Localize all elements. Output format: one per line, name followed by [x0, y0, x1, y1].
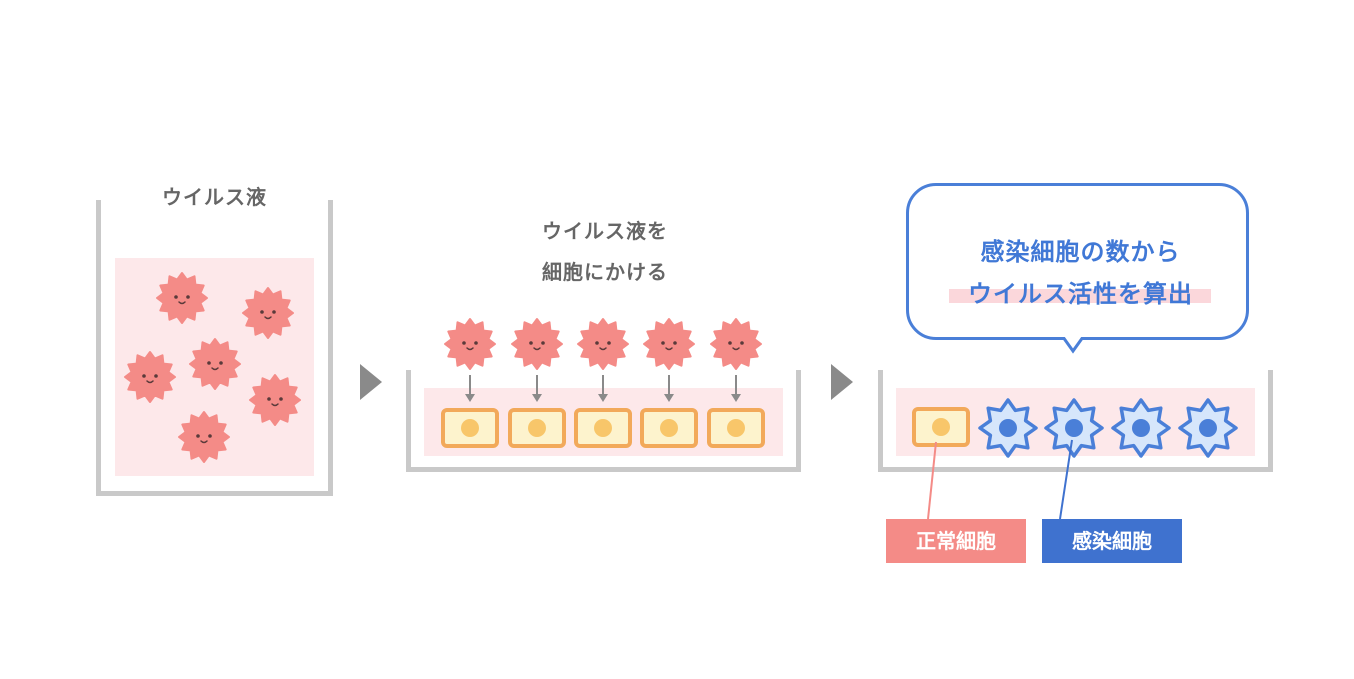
virus-icon — [710, 318, 762, 370]
normal-cell — [441, 408, 499, 448]
step-arrow-2-icon — [831, 364, 853, 400]
bubble-line2: ウイルス活性を算出 — [968, 280, 1193, 308]
down-arrow-icon — [731, 375, 741, 402]
infected-cell — [1044, 398, 1104, 458]
infected-cell-leader-line — [1059, 439, 1073, 520]
virus-liquid-label: ウイルス液 — [162, 185, 267, 209]
virus-icon — [124, 351, 176, 403]
virus-icon — [643, 318, 695, 370]
apply-virus-label-line1: ウイルス液を — [542, 219, 668, 243]
normal-cell-tag: 正常細胞 — [886, 519, 1026, 563]
virus-icon — [178, 411, 230, 463]
result-speech-bubble: 感染細胞の数から ウイルス活性を算出 — [906, 183, 1249, 340]
virus-icon — [189, 338, 241, 390]
virus-icon — [249, 374, 301, 426]
down-arrow-icon — [598, 375, 608, 402]
virus-icon — [242, 287, 294, 339]
text-highlight — [949, 289, 1211, 303]
infected-cell — [978, 398, 1038, 458]
down-arrow-icon — [465, 375, 475, 402]
down-arrow-icon — [532, 375, 542, 402]
bubble-tail — [1063, 337, 1083, 354]
infected-cell — [1111, 398, 1171, 458]
bubble-line1: 感染細胞の数から — [980, 238, 1181, 266]
container-1 — [96, 200, 333, 496]
apply-virus-label-line2: 細胞にかける — [542, 260, 668, 284]
normal-cell-leader-line — [927, 441, 937, 520]
normal-cell — [707, 408, 765, 448]
normal-cell — [574, 408, 632, 448]
virus-icon — [511, 318, 563, 370]
normal-cell — [640, 408, 698, 448]
infected-cell — [1178, 398, 1238, 458]
container-2 — [406, 370, 801, 472]
normal-cell — [912, 407, 970, 447]
virus-icon — [156, 272, 208, 324]
down-arrow-icon — [664, 375, 674, 402]
container-3 — [878, 370, 1273, 472]
normal-cell — [508, 408, 566, 448]
virus-icon — [577, 318, 629, 370]
step-arrow-1-icon — [360, 364, 382, 400]
virus-icon — [444, 318, 496, 370]
infected-cell-tag: 感染細胞 — [1042, 519, 1182, 563]
